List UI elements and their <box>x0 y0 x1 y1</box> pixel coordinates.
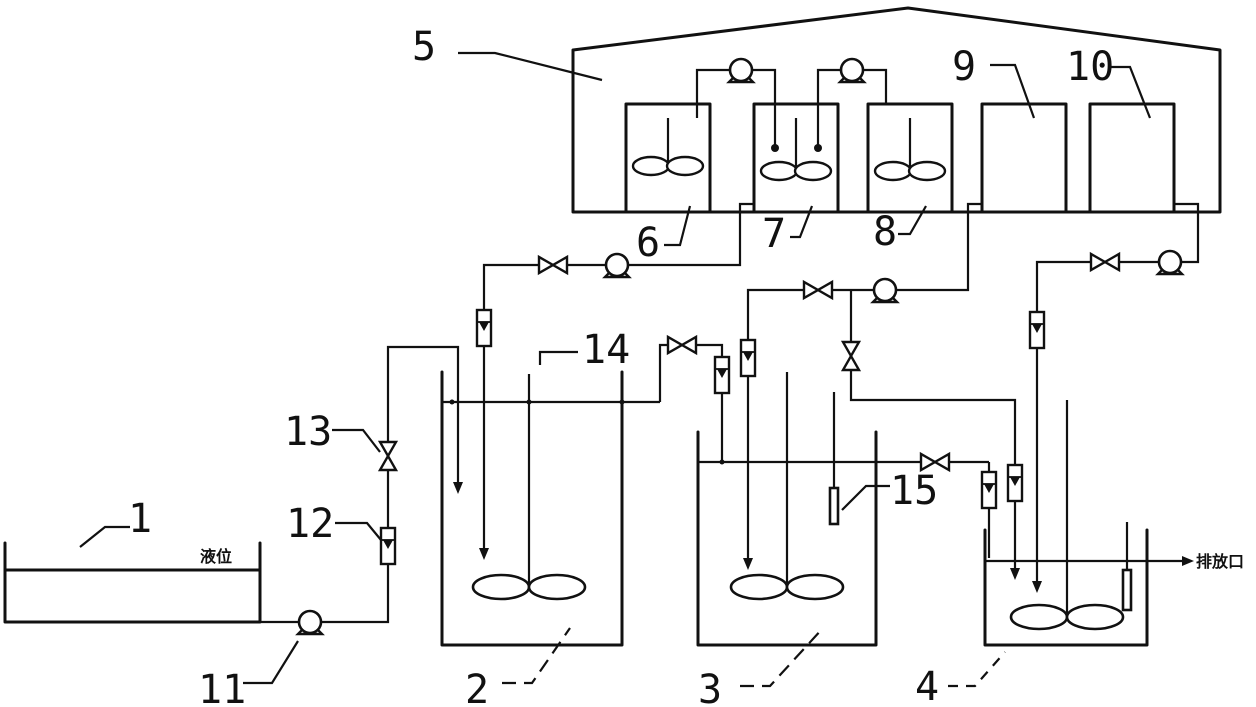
settling-tank-4 <box>983 400 1149 647</box>
label-8: 8 <box>873 209 897 255</box>
dosing-tank-10 <box>1088 102 1176 214</box>
dosing-line-10-to-4 <box>1028 202 1200 593</box>
overflow-line-3-to-4 <box>698 452 998 558</box>
labels: 1 2 3 4 5 6 7 8 9 10 11 12 13 14 15 液位 排… <box>128 24 1244 707</box>
reactor-tank-2 <box>440 370 624 647</box>
flowmeter-icon <box>1028 310 1046 350</box>
transfer-line-7-8 <box>816 57 888 104</box>
valve-icon <box>1089 252 1121 272</box>
feed-pump-11-icon <box>296 609 324 636</box>
valve-13-icon <box>378 440 398 472</box>
discharge-outlet-label: 排放口 <box>1196 552 1244 571</box>
dosing-line-9 <box>739 202 1024 580</box>
label-2: 2 <box>465 667 489 707</box>
probe-15 <box>828 392 840 526</box>
dosing-tank-9 <box>980 102 1068 214</box>
label-10: 10 <box>1066 44 1114 90</box>
valve-icon <box>841 340 861 372</box>
label-14: 14 <box>582 327 630 373</box>
valve-icon <box>666 335 698 355</box>
label-15: 15 <box>890 468 938 514</box>
reactor-tank-3 <box>696 372 878 647</box>
dosing-pump-icon <box>1156 249 1184 276</box>
leader-lines <box>79 51 1152 688</box>
label-1: 1 <box>128 496 152 542</box>
overflow-line-2-to-3 <box>442 335 731 460</box>
dosing-pump-icon <box>871 277 899 304</box>
valve-icon <box>802 280 834 300</box>
dosing-line-6-to-2 <box>475 202 754 560</box>
feed-line <box>260 345 463 636</box>
raw-water-tank-1 <box>3 541 262 624</box>
label-5: 5 <box>412 24 436 70</box>
label-6: 6 <box>636 220 660 266</box>
label-4: 4 <box>915 664 939 707</box>
label-7: 7 <box>762 211 786 257</box>
label-12: 12 <box>286 501 334 547</box>
flowmeter-icon <box>739 338 757 378</box>
dosing-tank-8 <box>866 102 954 214</box>
flowmeter-icon <box>713 355 731 395</box>
flowmeter-icon <box>1006 463 1024 503</box>
flowmeter-icon <box>980 470 998 510</box>
flowmeter-icon <box>475 308 493 348</box>
label-3: 3 <box>698 667 722 707</box>
label-9: 9 <box>952 44 976 90</box>
discharge-line <box>985 556 1194 566</box>
dosing-pump-icon <box>603 252 631 279</box>
building-5 <box>571 6 1222 214</box>
valve-icon <box>537 255 569 275</box>
transfer-pump-icon <box>838 57 866 84</box>
label-11: 11 <box>198 667 246 707</box>
liquid-level-label: 液位 <box>200 547 232 566</box>
label-13: 13 <box>284 409 332 455</box>
dosing-tank-7 <box>752 102 840 214</box>
dosing-tank-6 <box>624 102 712 214</box>
transfer-line-6-7 <box>695 57 777 118</box>
flowmeter-12-icon <box>379 526 397 566</box>
transfer-pump-icon <box>727 57 755 84</box>
